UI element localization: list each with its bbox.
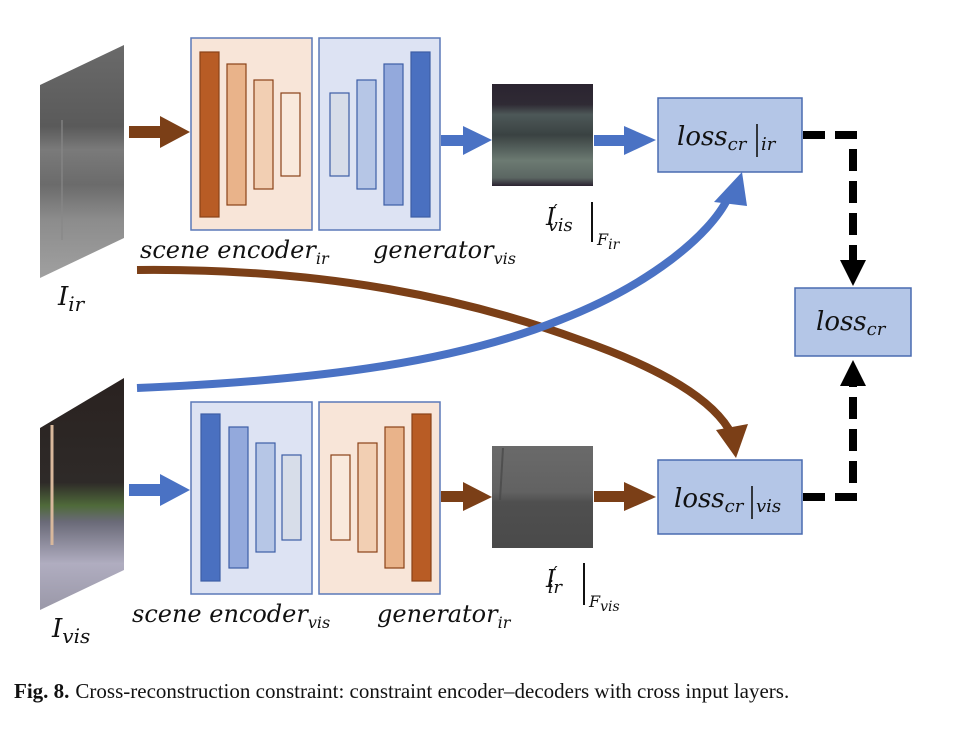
vis-input-image — [40, 378, 124, 610]
ir-cross-arrow — [136, 265, 748, 458]
generator-layer — [411, 413, 432, 582]
generator-layer — [356, 79, 377, 190]
loss-cr-ir-box: losscr ir — [657, 97, 803, 173]
scene-encoder-vis-label: scene encodervis — [132, 600, 330, 632]
svg-text:losscr: losscr — [677, 122, 748, 155]
encoder-layer — [228, 426, 249, 569]
scene-encoder-ir-label: scene encoderir — [140, 236, 330, 268]
generator-layer — [384, 426, 405, 569]
ir-input-label: Iir — [57, 282, 86, 316]
figure-number: Fig. 8. — [14, 679, 70, 703]
svg-text:ir: ir — [761, 134, 777, 155]
scene-encoder-ir-block — [190, 37, 313, 231]
encoder-layer — [253, 79, 274, 190]
vis-input-label: Ivis — [51, 614, 90, 648]
generator-ir-block — [318, 401, 441, 595]
generator-to-output-arrow-bottom — [441, 482, 492, 511]
dashed-arrow-bottom — [803, 360, 866, 501]
ir-reconstruction-label: I′ir — [545, 563, 563, 598]
generator-layer — [329, 92, 350, 177]
generator-vis-label: generatorvis — [373, 236, 516, 268]
svg-text:losscr: losscr — [816, 307, 887, 340]
encoder-layer — [281, 454, 302, 541]
vis-reconstruction-condition: Fir — [596, 230, 621, 253]
ir-reconstruction-condition: Fvis — [588, 592, 620, 615]
caption-text: Cross-reconstruction constraint: constra… — [75, 679, 790, 703]
vis-to-encoder-arrow — [129, 474, 190, 506]
ir-reconstruction-image — [492, 446, 593, 548]
generator-layer — [410, 51, 431, 218]
scene-encoder-vis-block — [190, 401, 313, 595]
encoder-layer — [199, 51, 220, 218]
generator-layer — [383, 63, 404, 206]
generator-layer — [330, 454, 351, 541]
generator-to-output-arrow-top — [441, 126, 492, 155]
svg-text:losscr: losscr — [674, 484, 745, 517]
encoder-layer — [226, 63, 247, 206]
generator-layer — [357, 442, 378, 553]
figure-caption: Fig. 8.Cross-reconstruction constraint: … — [14, 676, 942, 707]
encoder-layer — [280, 92, 301, 177]
ir-input-image — [40, 45, 124, 278]
vis-reconstruction-label: I′vis — [545, 201, 573, 236]
loss-cr-vis-box: losscr vis — [657, 459, 803, 535]
loss-cr-total-box: losscr — [794, 287, 912, 357]
svg-text:vis: vis — [756, 496, 781, 517]
vis-cross-arrow — [136, 172, 747, 392]
ir-to-encoder-arrow — [129, 116, 190, 148]
dashed-arrow-top — [803, 131, 866, 286]
output-to-loss-arrow-top — [594, 126, 656, 155]
vis-reconstruction-image — [492, 84, 593, 186]
encoder-layer — [200, 413, 221, 582]
generator-vis-block — [318, 37, 441, 231]
output-to-loss-arrow-bottom — [594, 482, 656, 511]
encoder-layer — [255, 442, 276, 553]
generator-ir-label: generatorir — [377, 600, 512, 632]
